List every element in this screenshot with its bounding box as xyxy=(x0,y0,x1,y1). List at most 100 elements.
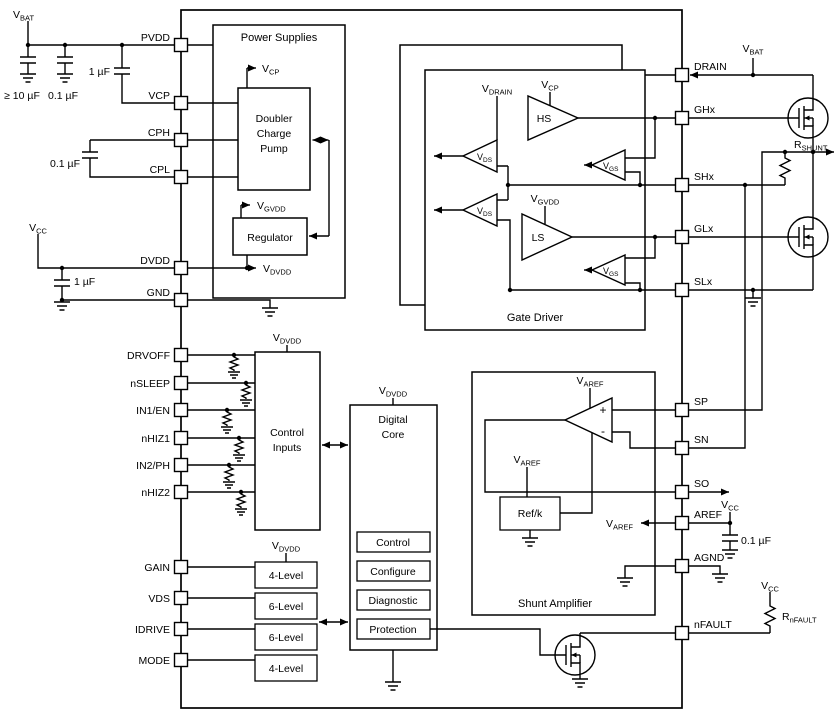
pin-mode xyxy=(173,652,189,668)
pin-cph xyxy=(173,132,189,148)
vdvdd-net-label: VDVDD xyxy=(263,263,292,277)
signal-labels: VBAT VBAT VCC VCC VCC VCP VCP VGVDD VGVD… xyxy=(13,9,828,625)
vds-level-label: 6-Level xyxy=(269,601,303,613)
vcc-label: VCC xyxy=(721,499,739,513)
vds-monitor-label: VDS xyxy=(477,152,493,164)
shunt-opamp-triangle xyxy=(563,396,613,444)
pin-vds xyxy=(173,590,189,606)
ground-symbol xyxy=(721,549,739,559)
control-inputs-line1: Control xyxy=(270,427,304,439)
junction-dot xyxy=(238,489,244,495)
power-supplies-title: Power Supplies xyxy=(241,32,318,44)
vgs-monitor-label: VGS xyxy=(603,161,619,173)
junction-dot xyxy=(226,462,232,468)
wires-control-digital xyxy=(188,345,566,682)
pin-nsleep-label: nSLEEP xyxy=(130,378,170,390)
pin-slx xyxy=(674,282,690,298)
pin-sp xyxy=(674,402,690,418)
doubler-line2: Charge xyxy=(257,128,292,140)
pvdd-cap-value: 0.1 µF xyxy=(48,90,78,102)
varef-net-label: VAREF xyxy=(513,454,540,468)
core-configure-label: Configure xyxy=(370,566,416,578)
pin-ghx xyxy=(674,110,690,126)
junction-dot xyxy=(507,287,513,293)
pin-sn xyxy=(674,440,690,456)
idrive-level-label: 6-Level xyxy=(269,632,303,644)
pin-in2ph xyxy=(173,457,189,473)
pin-nhiz2 xyxy=(173,484,189,500)
ground-symbol xyxy=(56,73,74,83)
varef-net-label: VAREF xyxy=(606,518,633,532)
vdrain-net-label: VDRAIN xyxy=(482,83,512,97)
pin-drain-label: DRAIN xyxy=(694,61,727,73)
vcc-label: VCC xyxy=(761,580,779,594)
vdvdd-net-label: VDVDD xyxy=(273,332,302,346)
core-configure-block xyxy=(356,560,431,582)
junction-dot xyxy=(750,72,756,78)
vcp-capacitor xyxy=(113,67,131,75)
gate-driver-title: Gate Driver xyxy=(507,312,564,324)
pin-shx-label: SHx xyxy=(694,171,715,183)
gain-4level-block xyxy=(254,561,318,589)
rnfault-label: RnFAULT xyxy=(782,611,817,625)
vcp-cap-value: 1 µF xyxy=(89,66,110,78)
pin-aref xyxy=(674,515,690,531)
pin-nfault-label: nFAULT xyxy=(694,619,732,631)
pin-glx xyxy=(674,229,690,245)
vds-monitor-2-triangle xyxy=(461,192,498,228)
nfault-pullup-resistor xyxy=(764,599,776,634)
junction-dot xyxy=(782,149,788,155)
pin-nhiz1 xyxy=(173,430,189,446)
pin-nsleep xyxy=(173,375,189,391)
pin-sp-label: SP xyxy=(694,396,708,408)
junction-dots xyxy=(25,42,816,526)
digital-core-line2: Core xyxy=(382,429,405,441)
shunt-resistor xyxy=(779,151,791,186)
varef-net-label: VAREF xyxy=(576,375,603,389)
wires-gate-driver xyxy=(496,74,675,291)
doubler-charge-pump-block xyxy=(237,87,311,191)
pin-shx xyxy=(674,177,690,193)
dvdd-capacitor xyxy=(53,279,71,287)
left-pin-pads xyxy=(173,37,189,668)
pin-nhiz2-label: nHIZ2 xyxy=(141,487,170,499)
junction-dot xyxy=(750,287,756,293)
core-diagnostic-label: Diagnostic xyxy=(368,595,417,607)
junction-dot xyxy=(59,297,65,303)
bulk-cap-value: ≥ 10 µF xyxy=(4,90,40,102)
core-control-label: Control xyxy=(376,537,410,549)
vds-monitor-label: VDS xyxy=(477,206,493,218)
junction-dot xyxy=(224,407,230,413)
ground-symbol xyxy=(19,73,37,83)
right-pin-labels: DRAIN GHx SHx GLx SLx SP SN SO AREF AGND… xyxy=(694,61,732,631)
pin-nfault xyxy=(674,625,690,641)
ls-label: LS xyxy=(532,232,545,244)
cp-cap-value: 0.1 µF xyxy=(50,158,80,170)
pin-gain-label: GAIN xyxy=(144,562,170,574)
shunt-amplifier-title: Shunt Amplifier xyxy=(518,598,592,610)
pin-gnd-label: GND xyxy=(147,287,171,299)
dvdd-cap-value: 1 µF xyxy=(74,276,95,288)
pin-nhiz1-label: nHIZ1 xyxy=(141,433,170,445)
pin-so xyxy=(674,484,690,500)
vbat-label: VBAT xyxy=(742,43,763,57)
wires-right-external xyxy=(579,58,814,679)
hs-driver-triangle xyxy=(527,94,580,142)
pin-cpl xyxy=(173,169,189,185)
vgs-monitor-label: VGS xyxy=(603,266,619,278)
pin-in1en xyxy=(173,402,189,418)
junction-dot xyxy=(236,435,242,441)
junction-dot xyxy=(742,182,748,188)
doubler-line1: Doubler xyxy=(256,113,293,125)
aref-capacitor xyxy=(721,534,739,542)
pin-aref-label: AREF xyxy=(694,509,722,521)
pin-cph-label: CPH xyxy=(148,127,170,139)
pin-glx-label: GLx xyxy=(694,223,714,235)
junction-dot xyxy=(59,265,65,271)
hs-label: HS xyxy=(537,113,552,125)
vds-6level-block xyxy=(254,592,318,620)
bulk-capacitor xyxy=(19,56,37,64)
wires-shunt-amplifier xyxy=(484,388,675,578)
pin-slx-label: SLx xyxy=(694,276,713,288)
